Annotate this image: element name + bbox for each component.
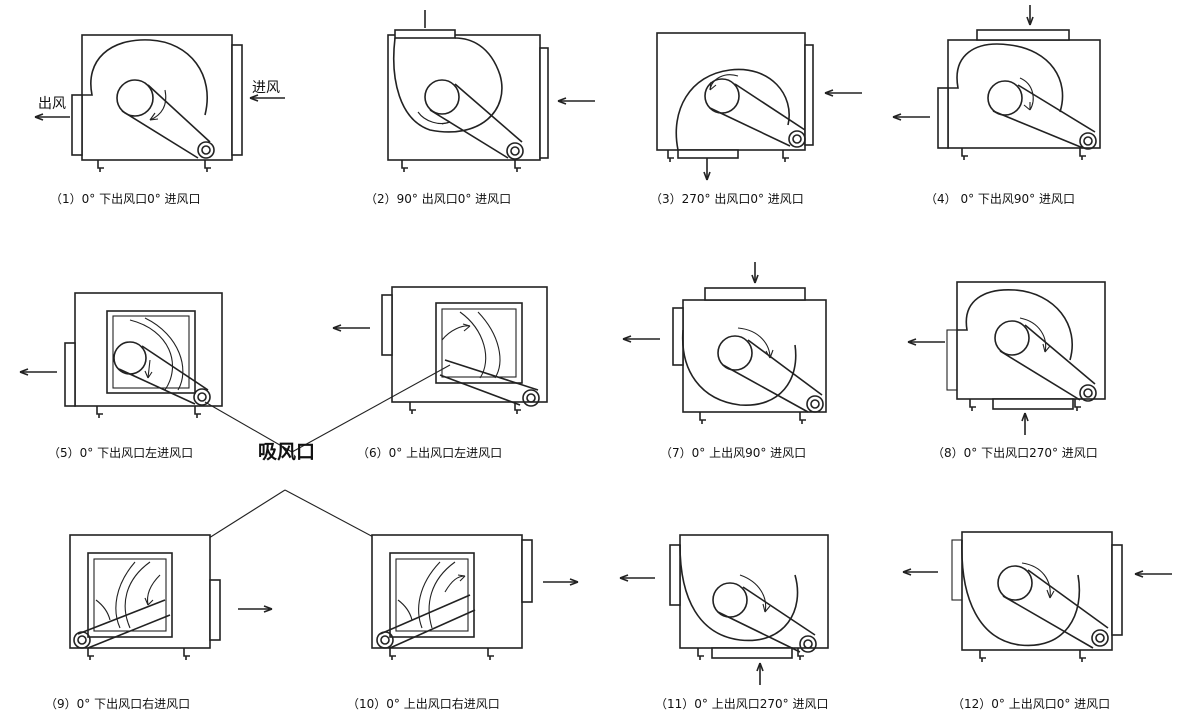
- fan-unit-7: [622, 262, 827, 424]
- caption-6: （6）0° 上出风口左进风口: [357, 445, 502, 460]
- fan-unit-1: [34, 34, 285, 172]
- caption-12: （12）0° 上出风口0° 进风口: [952, 697, 1110, 711]
- caption-4: （4） 0° 下出风90° 进风口: [925, 192, 1075, 206]
- caption-5: （5）0° 下出风口左进风口: [48, 445, 193, 460]
- fan-unit-10: [371, 534, 579, 660]
- fan-unit-12: [902, 531, 1172, 662]
- fan-unit-8: [907, 281, 1106, 435]
- fan-unit-4: [892, 5, 1101, 160]
- caption-8: （8）0° 下出风口270° 进风口: [932, 446, 1098, 460]
- caption-3: （3）270° 出风口0° 进风口: [650, 192, 804, 206]
- caption-11: （11）0° 上出风口270° 进风口: [655, 697, 828, 711]
- fan-unit-9: [69, 534, 273, 660]
- fan-unit-2: [387, 10, 595, 172]
- caption-7: （7）0° 上出风90° 进风口: [660, 446, 806, 460]
- caption-2: （2）90° 出风口0° 进风口: [365, 192, 511, 206]
- fan-unit-11: [619, 534, 829, 685]
- inlet-label: 进风: [252, 80, 280, 96]
- fan-unit-5: [19, 292, 223, 418]
- intake-label: 吸风口: [258, 441, 315, 463]
- caption-1: （1）0° 下出风口0° 进风口: [50, 192, 201, 206]
- caption-9: （9）0° 下出风口右进风口: [45, 696, 190, 711]
- fan-unit-3: [656, 32, 862, 181]
- caption-10: （10）0° 上出风口右进风口: [347, 696, 500, 711]
- fan-unit-6: [332, 286, 548, 414]
- outlet-label: 出风: [38, 96, 66, 112]
